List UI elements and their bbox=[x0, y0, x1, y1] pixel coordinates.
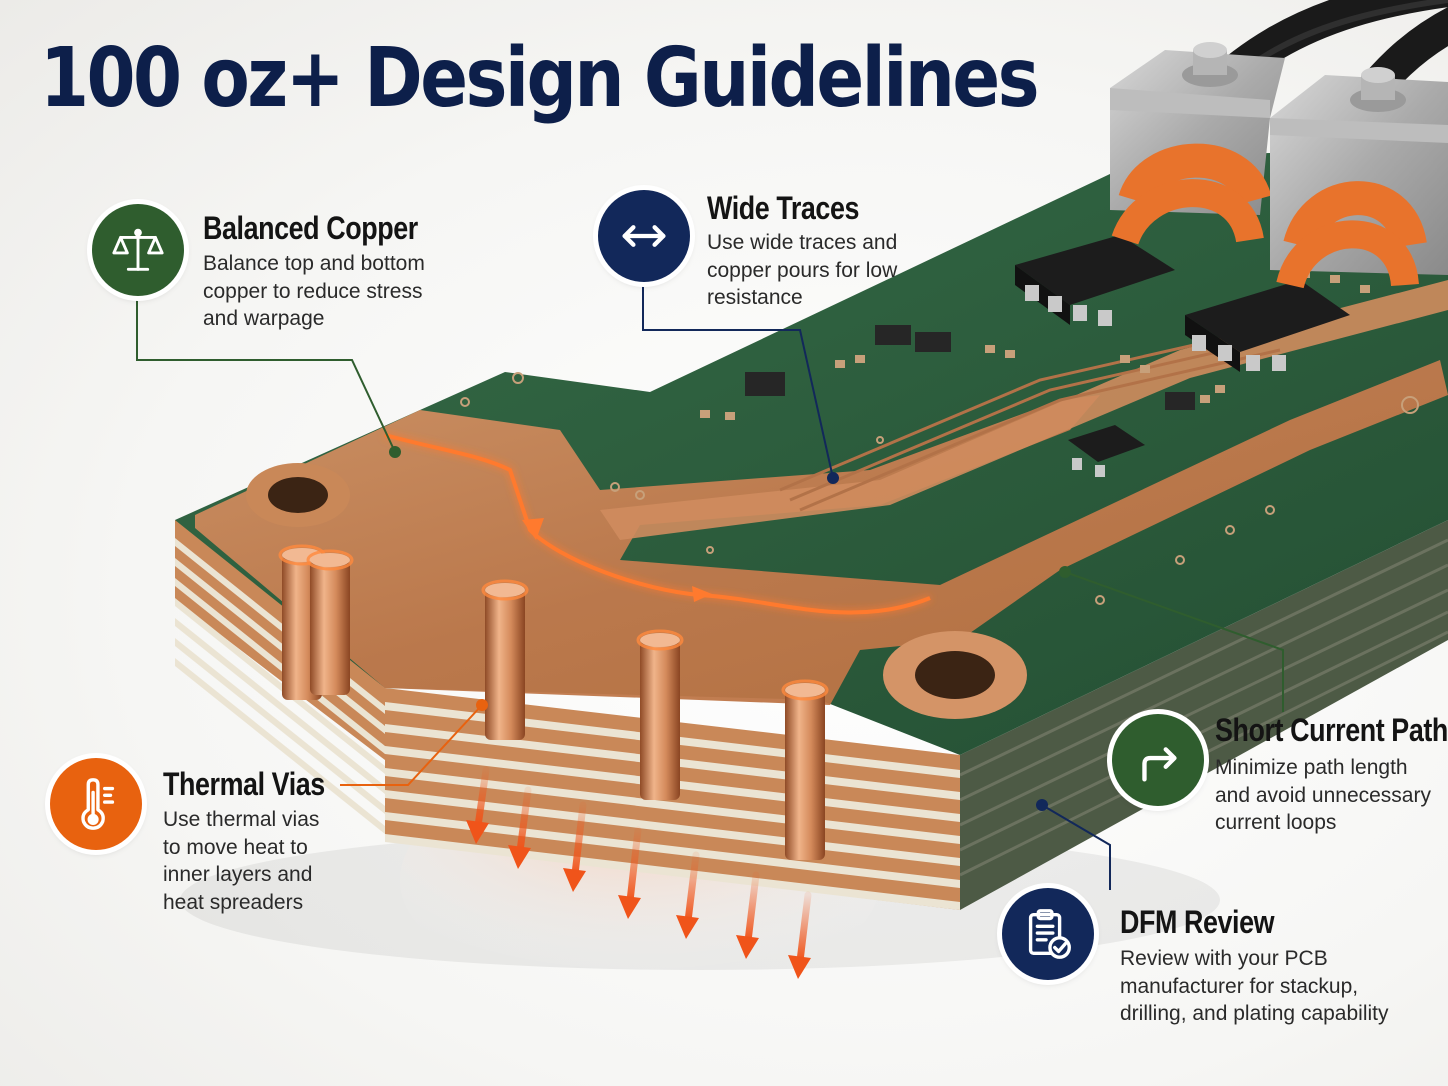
mosfet-right bbox=[1185, 280, 1350, 372]
body-line: and warpage bbox=[203, 307, 325, 330]
page-title: 100 oz+ Design Guidelines bbox=[40, 31, 1040, 126]
heat-arrow-head bbox=[618, 895, 641, 919]
body-line: Minimize path length bbox=[1215, 756, 1408, 779]
mosfet-left bbox=[1015, 235, 1175, 326]
thermometer-icon bbox=[50, 758, 142, 850]
via-top bbox=[310, 553, 350, 567]
terminal-block-right bbox=[1270, 67, 1448, 290]
body-line: drilling, and plating capability bbox=[1120, 1002, 1389, 1025]
callout-title: Wide Traces bbox=[707, 190, 860, 226]
heat-arrow-shaft bbox=[474, 766, 490, 830]
callout-body: Minimize path length and avoid unnecessa… bbox=[1215, 754, 1431, 837]
insulation-layer bbox=[175, 578, 385, 754]
heat-arrows bbox=[466, 766, 812, 979]
heat-arrow-shaft bbox=[684, 851, 700, 925]
heat-arrow-head bbox=[736, 935, 759, 959]
turn-arrow-icon bbox=[1112, 714, 1204, 806]
heat-arrow-shaft bbox=[796, 891, 812, 965]
board-vias bbox=[460, 372, 1419, 605]
small-chips bbox=[745, 325, 1195, 410]
balance-scale-icon bbox=[92, 204, 184, 296]
callout-body: Use wide traces and copper pours for low… bbox=[707, 229, 897, 312]
heat-arrow-shaft bbox=[626, 826, 642, 905]
body-line: Use thermal vias bbox=[163, 808, 320, 831]
callout-title: DFM Review bbox=[1120, 904, 1275, 940]
body-line: Use wide traces and bbox=[707, 231, 898, 254]
thermal-via bbox=[640, 640, 680, 800]
body-line: resistance bbox=[707, 286, 803, 309]
body-line: heat spreaders bbox=[163, 890, 304, 914]
insulation-layer bbox=[175, 618, 385, 794]
heat-arrow-head bbox=[676, 915, 699, 939]
callout-title: Short Current Path bbox=[1215, 712, 1448, 748]
body-line: Review with your PCB bbox=[1120, 947, 1328, 970]
insulation-layer bbox=[385, 834, 960, 910]
via-glow bbox=[636, 629, 684, 651]
body-line: copper pours for low bbox=[707, 258, 898, 282]
callout-title: Thermal Vias bbox=[163, 766, 325, 802]
mounting-hole-right bbox=[883, 631, 1027, 719]
body-line: manufacturer for stackup, bbox=[1120, 974, 1359, 998]
via-top bbox=[785, 683, 825, 697]
body-line: to move heat to bbox=[163, 835, 308, 859]
via-top bbox=[485, 583, 525, 597]
thermal-via bbox=[485, 590, 525, 740]
heat-arrow-shaft bbox=[744, 871, 760, 945]
terminal-block-left bbox=[1110, 42, 1285, 246]
small-ic bbox=[1068, 425, 1145, 477]
insulation-layer bbox=[385, 812, 960, 888]
thermal-via bbox=[785, 690, 825, 860]
insulation-layer bbox=[175, 598, 385, 774]
via-glow bbox=[781, 679, 829, 701]
leader-lines bbox=[136, 280, 1284, 890]
body-line: current loops bbox=[1215, 811, 1337, 834]
board-side-right bbox=[960, 520, 1448, 910]
heat-arrow-head bbox=[788, 955, 811, 979]
body-line: and avoid unnecessary bbox=[1215, 783, 1431, 807]
insulation-layer bbox=[175, 658, 385, 834]
thin-traces bbox=[779, 328, 1281, 512]
body-line: copper to reduce stress bbox=[203, 279, 423, 303]
heat-arrow-shaft bbox=[516, 786, 532, 855]
heat-arrow-head bbox=[563, 868, 586, 892]
heat-arrow-head bbox=[508, 845, 531, 869]
current-arrow-2 bbox=[692, 586, 712, 602]
callout-body: Use thermal vias to move heat to inner l… bbox=[163, 806, 319, 916]
thermal-via-columns bbox=[278, 544, 829, 860]
via-glow bbox=[481, 579, 529, 601]
mounting-hole-left bbox=[246, 463, 350, 527]
callout-body: Balance top and bottom copper to reduce … bbox=[203, 250, 425, 333]
current-arrow-1 bbox=[522, 518, 544, 540]
via-top bbox=[640, 633, 680, 647]
double-arrow-icon bbox=[598, 190, 690, 282]
insulation-layer bbox=[175, 638, 385, 814]
body-line: Balance top and bottom bbox=[203, 252, 425, 275]
callout-title: Balanced Copper bbox=[203, 210, 418, 246]
current-path-glow bbox=[384, 433, 931, 615]
via-glow bbox=[306, 549, 354, 571]
body-line: inner layers and bbox=[163, 863, 313, 886]
callout-body: Review with your PCB manufacturer for st… bbox=[1120, 945, 1389, 1028]
heat-arrow-shaft bbox=[571, 801, 587, 878]
heat-arrow-head bbox=[466, 820, 489, 844]
clipboard-check-icon bbox=[1002, 888, 1094, 980]
thermal-via bbox=[310, 560, 350, 695]
